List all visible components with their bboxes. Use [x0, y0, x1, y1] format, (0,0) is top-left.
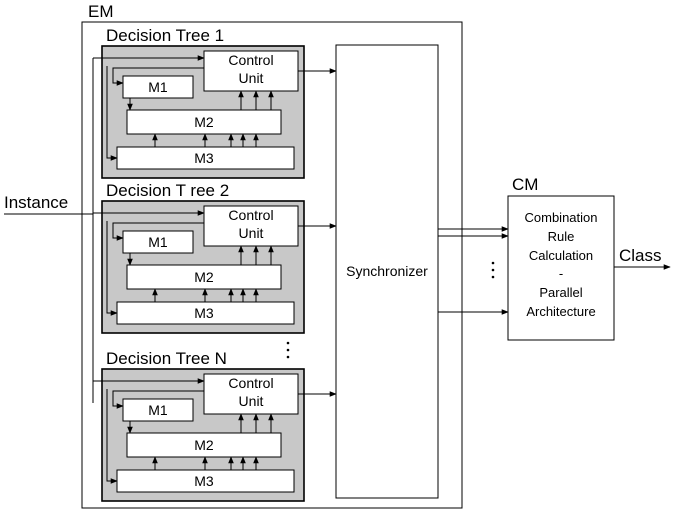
m1-box: [122, 398, 194, 422]
m1-label: M1: [148, 402, 168, 418]
control-to-m1-arrow: [112, 222, 204, 241]
synchronizer-box: [335, 44, 439, 499]
m3-label: M3: [194, 473, 214, 489]
cm-box: [507, 195, 615, 341]
cm-line-5: Parallel: [539, 285, 582, 300]
control-unit-label-line-2: Unit: [239, 393, 264, 409]
tree-title: Decision Tree N: [106, 349, 227, 368]
m3-label: M3: [194, 305, 214, 321]
instance-label: Instance: [4, 193, 68, 212]
cm-line-2: Rule: [548, 229, 575, 244]
control-unit-box: [203, 205, 299, 247]
feed-to-m3-arrow: [106, 221, 118, 316]
m2-label: M2: [194, 269, 214, 285]
cm-line-4: -: [559, 266, 563, 281]
sync-ellipsis-icon: [491, 261, 495, 279]
tree-title: Decision Tree 1: [106, 26, 224, 45]
control-unit-label-line-2: Unit: [239, 70, 264, 86]
control-unit-box: [203, 373, 299, 415]
synchronizer-label: Synchronizer: [346, 263, 428, 279]
feed-to-m3-arrow: [106, 66, 118, 161]
control-unit-label-line-2: Unit: [239, 225, 264, 241]
m3-label: M3: [194, 150, 214, 166]
control-to-m1-arrow: [112, 390, 204, 409]
em-box: [81, 21, 463, 509]
cm-line-6: Architecture: [526, 304, 595, 319]
m1-label: M1: [148, 234, 168, 250]
m2-label: M2: [194, 437, 214, 453]
tree-title: Decision T ree 2: [106, 181, 229, 200]
control-unit-box: [203, 50, 299, 92]
control-unit-label-line-1: Control: [228, 375, 273, 391]
m2-label: M2: [194, 114, 214, 130]
cm-line-1: Combination: [525, 210, 598, 225]
feed-to-m3-arrow: [106, 389, 118, 484]
control-unit-label-line-1: Control: [228, 52, 273, 68]
m1-label: M1: [148, 79, 168, 95]
em-label: EM: [88, 2, 114, 21]
m1-box: [122, 75, 194, 99]
control-unit-label-line-1: Control: [228, 207, 273, 223]
control-to-m1-arrow: [112, 67, 204, 86]
cm-label: CM: [512, 175, 538, 194]
cm-line-3: Calculation: [529, 248, 593, 263]
class-label: Class: [619, 246, 662, 265]
tree-ellipsis-icon: [286, 341, 290, 359]
m1-box: [122, 230, 194, 254]
